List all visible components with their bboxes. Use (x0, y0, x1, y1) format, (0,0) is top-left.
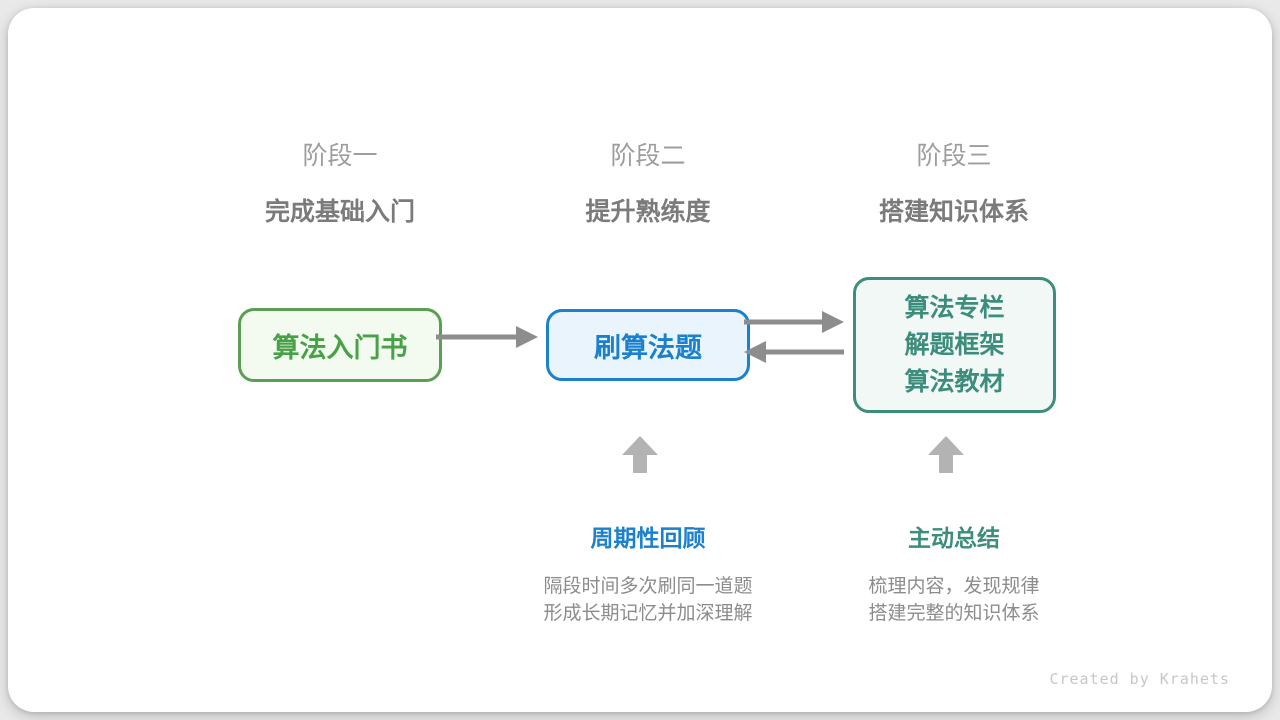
stage-3-header: 阶段三 搭建知识体系 (794, 136, 1114, 228)
annotation-summarize: 主动总结 梳理内容，发现规律 搭建完整的知识体系 (784, 519, 1124, 627)
stage-1-title: 完成基础入门 (264, 198, 415, 226)
annotation-review-line-2: 形成长期记忆并加深理解 (543, 603, 753, 624)
stage-2-header: 阶段二 提升熟练度 (488, 136, 808, 228)
node-resources-line-3: 算法教材 (904, 367, 1005, 396)
stage-2-title: 提升熟练度 (585, 198, 711, 226)
up-arrow-icon (622, 436, 658, 473)
node-practice-label: 刷算法题 (594, 332, 702, 363)
node-intro-book: 算法入门书 (238, 308, 442, 382)
stage-1-label: 阶段一 (302, 142, 378, 170)
stage-3-title: 搭建知识体系 (878, 198, 1029, 226)
node-resources: 算法专栏 解题框架 算法教材 (853, 277, 1056, 413)
annotation-review: 周期性回顾 隔段时间多次刷同一道题 形成长期记忆并加深理解 (478, 519, 818, 627)
annotation-review-line-1: 隔段时间多次刷同一道题 (543, 576, 753, 597)
annotation-summarize-title: 主动总结 (908, 525, 1000, 551)
annotation-review-description: 隔段时间多次刷同一道题 形成长期记忆并加深理解 (478, 573, 818, 627)
diagram-card: 阶段一 完成基础入门 阶段二 提升熟练度 阶段三 搭建知识体系 算法入门书 刷算… (8, 8, 1272, 712)
node-resources-line-1: 算法专栏 (904, 293, 1005, 322)
left-arrow-icon (744, 341, 844, 363)
stage-2-label: 阶段二 (610, 142, 686, 170)
stage-3-label: 阶段三 (916, 142, 992, 170)
annotation-summarize-line-1: 梳理内容，发现规律 (868, 576, 1040, 597)
up-arrow-icon (928, 436, 964, 473)
right-arrow-icon (744, 311, 844, 333)
node-resources-line-2: 解题框架 (904, 330, 1005, 359)
node-practice: 刷算法题 (546, 309, 750, 381)
annotation-summarize-line-2: 搭建完整的知识体系 (868, 603, 1040, 624)
annotation-summarize-description: 梳理内容，发现规律 搭建完整的知识体系 (784, 573, 1124, 627)
annotation-review-title: 周期性回顾 (590, 525, 706, 551)
node-intro-book-label: 算法入门书 (272, 332, 408, 363)
watermark-credit: Created by Krahets (1049, 670, 1230, 688)
connector-layer (436, 311, 964, 473)
stage-1-header: 阶段一 完成基础入门 (180, 136, 500, 228)
right-arrow-icon (436, 326, 538, 348)
